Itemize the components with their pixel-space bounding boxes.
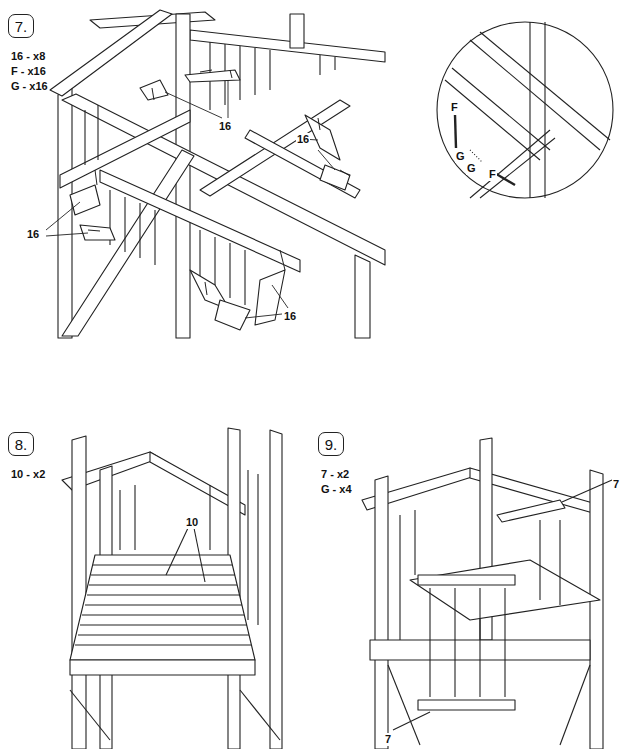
- part-count: G - x16: [10, 80, 49, 93]
- leader-lines: [46, 80, 335, 318]
- part-count: 10 - x2: [10, 468, 46, 481]
- step-number-box: 9.: [318, 432, 344, 456]
- fastener-label: G: [455, 150, 466, 163]
- step-number: 9.: [325, 436, 338, 453]
- callout-number: 16: [283, 310, 297, 323]
- part-count: G - x4: [320, 483, 353, 496]
- step-number-box: 7.: [8, 14, 34, 38]
- callout-number: 16: [26, 228, 40, 241]
- step7-frame: [50, 10, 385, 338]
- part-count: F - x16: [10, 65, 47, 78]
- step9-frame: [362, 438, 612, 749]
- callout-number: 16: [218, 120, 232, 133]
- step-number: 8.: [15, 436, 28, 453]
- step-number: 7.: [15, 18, 28, 35]
- step-number-box: 8.: [8, 432, 34, 456]
- fastener-label: F: [488, 168, 497, 181]
- fastener-label: F: [450, 101, 459, 114]
- fastener-label: G: [466, 162, 477, 175]
- screw-marks: [88, 70, 350, 295]
- detail-inset: [437, 22, 613, 198]
- step8-frame: [62, 428, 282, 749]
- callout-number: 16: [296, 133, 310, 146]
- part-count: 16 - x8: [10, 50, 46, 63]
- callout-number: 10: [185, 516, 199, 529]
- callout-number: 7: [384, 733, 392, 746]
- callout-number: 7: [612, 478, 620, 491]
- part-count: 7 - x2: [320, 468, 350, 481]
